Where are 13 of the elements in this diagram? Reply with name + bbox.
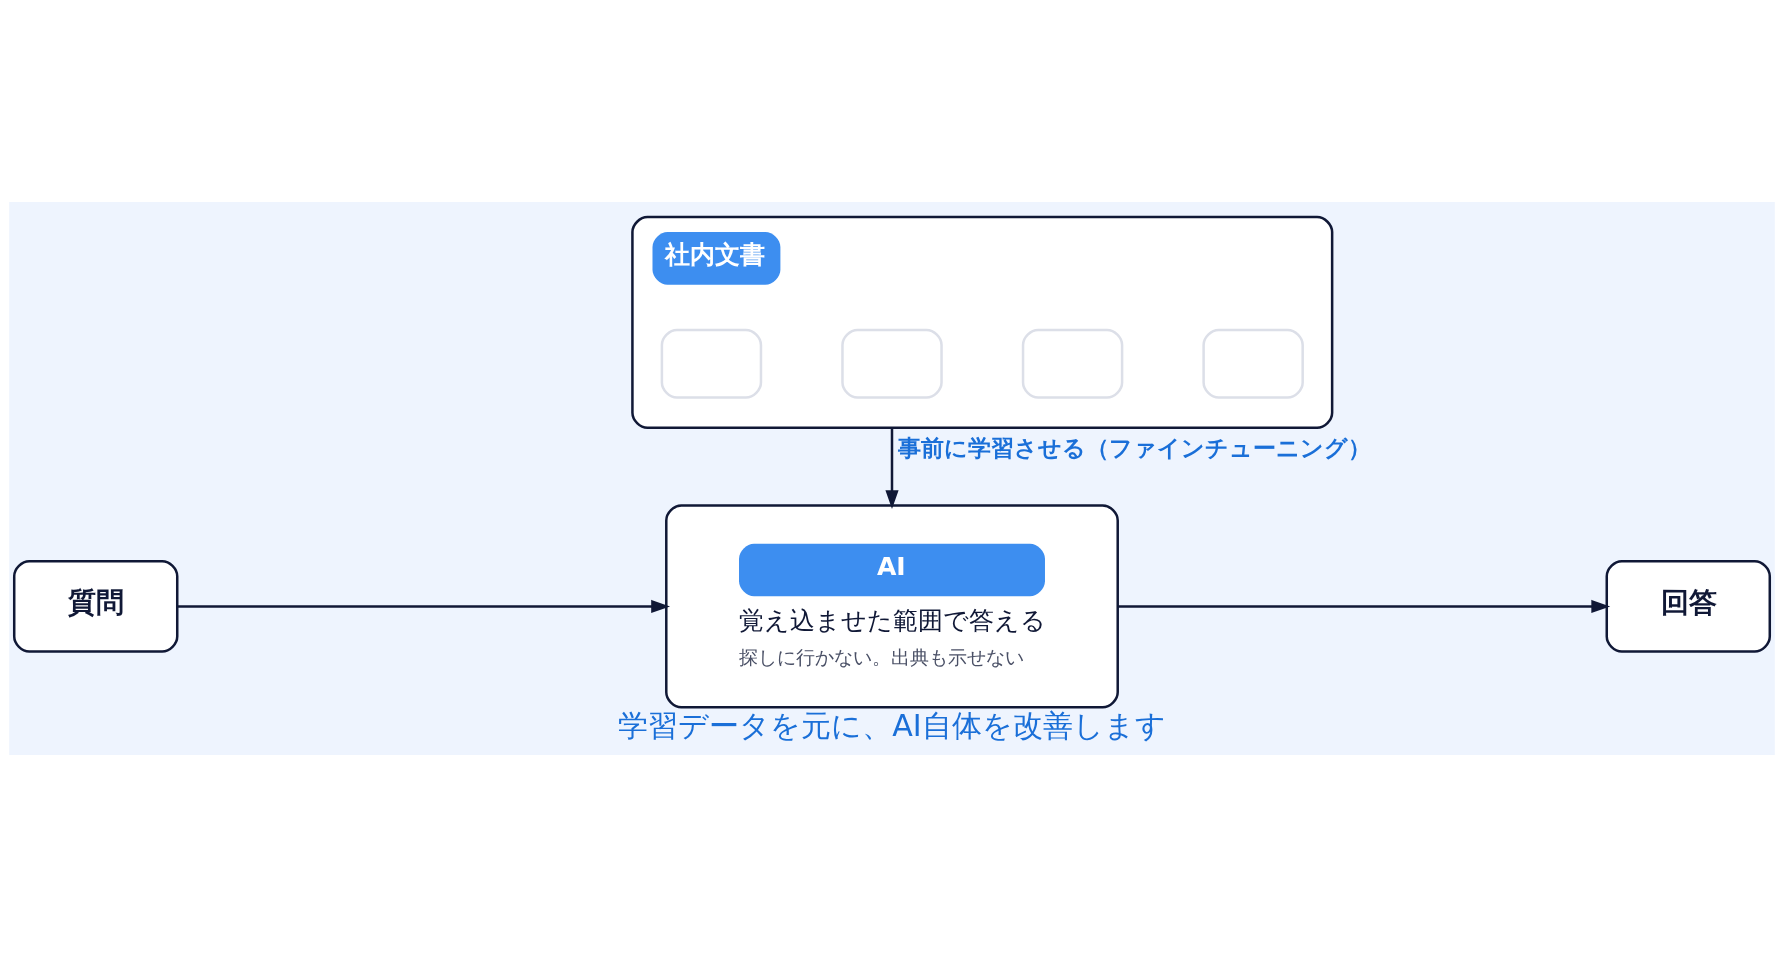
node-box: 回答 [1605, 560, 1772, 653]
node-box: AI 覚え込ませた範囲で答える 探しに行かない。出典も示せない [665, 504, 1119, 709]
arrow [177, 599, 671, 613]
arrow [1117, 599, 1611, 613]
node-box [1021, 328, 1124, 399]
node-box [1202, 328, 1304, 399]
cluster: 社内文書 [631, 215, 1334, 429]
node-box [841, 328, 943, 399]
node-box: 質問 [12, 560, 179, 653]
arrow [885, 427, 899, 510]
caption: 学習データを元に、AI自体を改善します [618, 708, 1166, 744]
node-box [660, 328, 763, 399]
edge-label: 事前に学習させる（ファインチューニング） [898, 434, 1372, 461]
